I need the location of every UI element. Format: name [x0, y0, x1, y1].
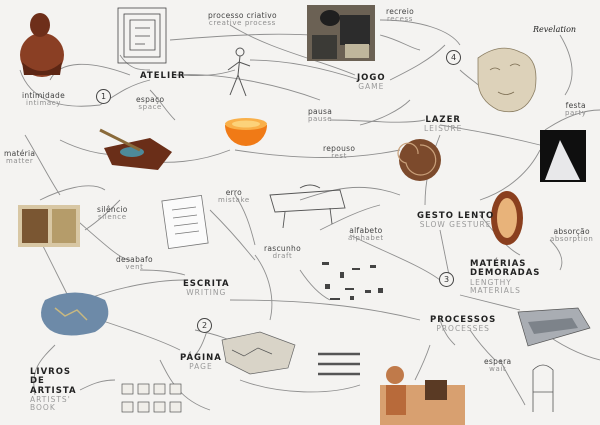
node-gesto-lento-en: SLOW GESTURE [419, 220, 492, 230]
node-jogo-pt: JOGO [357, 73, 386, 83]
node-jogo: JOGO GAME [357, 73, 386, 92]
node-erro-en: mistake [218, 196, 250, 205]
node-pausa: pausa pause [308, 107, 333, 124]
tent-photo-image [540, 130, 586, 182]
marker-4: 4 [446, 50, 461, 65]
marker-2: 2 [197, 318, 212, 333]
node-pausa-en: pause [308, 115, 333, 124]
torn-paper-image [221, 331, 296, 375]
node-materia-en: matter [5, 157, 34, 166]
node-festa-en: party [565, 109, 587, 118]
node-desabafo: desabafo vent [116, 255, 153, 272]
marker-1: 1 [96, 89, 111, 104]
node-repouso-pt: repouso [323, 144, 356, 153]
node-materias-demoradas-en: LENGTHY MATERIALS [470, 277, 521, 295]
node-gesto-lento-pt: GESTO LENTO [417, 211, 495, 221]
node-escrita: ESCRITA WRITING [183, 279, 230, 298]
node-recreio-pt: recreio [386, 7, 414, 16]
oval-mirror-image [491, 191, 523, 245]
node-atelier-pt: ATELIER [140, 71, 186, 81]
node-materia: matéria matter [4, 149, 36, 166]
notebook-page-image [161, 194, 209, 250]
node-processos: PROCESSOS PROCESSES [430, 315, 497, 334]
node-materias-demoradas-pt: MATÉRIAS DEMORADAS [470, 259, 541, 279]
node-espaco-pt: espaço [136, 95, 165, 104]
walking-figure-image [227, 47, 251, 97]
node-pausa-pt: pausa [308, 107, 333, 116]
orange-image [225, 118, 267, 146]
atelier-drawing-image [117, 7, 167, 64]
node-espaco-en: space [138, 103, 162, 112]
node-espera-pt: espera [484, 357, 512, 366]
bust-sculpture-image [20, 13, 64, 77]
revelation-sculpture-image [477, 47, 537, 113]
node-processo-criativo-pt: processo criativo [208, 11, 277, 20]
node-pagina-en: PAGE [189, 362, 213, 372]
node-desabafo-pt: desabafo [116, 255, 153, 264]
table-sketch-image [269, 184, 346, 229]
node-lazer: LAZER LEISURE [424, 115, 463, 134]
paint-palette-image [99, 128, 172, 170]
node-espera: espera wait [484, 357, 512, 374]
node-recreio-en: recess [386, 15, 414, 24]
node-absorcao-en: absorption [550, 235, 594, 244]
node-silencio-en: silence [98, 213, 127, 222]
node-alfabeto-en: alphabet [348, 234, 384, 243]
node-absorcao: absorção absorption [550, 227, 594, 244]
node-livros-de-artista: LIVROS DE ARTISTA ARTISTS' BOOK [30, 367, 82, 413]
node-materias-demoradas: MATÉRIAS DEMORADAS LENGTHY MATERIALS [470, 259, 541, 295]
node-intimidade-en: intimacy [26, 99, 61, 108]
node-festa: festa party [565, 101, 587, 118]
node-jogo-en: GAME [358, 82, 385, 92]
node-livros-en: ARTISTS' BOOK [30, 395, 71, 413]
node-rascunho-pt: rascunho [264, 244, 301, 253]
node-recreio: recreio recess [386, 7, 414, 24]
node-intimidade: intimidade intimacy [22, 91, 65, 108]
node-atelier: ATELIER [140, 71, 186, 81]
node-processos-en: PROCESSES [436, 324, 490, 334]
node-rascunho-en: draft [272, 252, 293, 261]
horizontal-bars-image [318, 352, 360, 376]
node-pagina-pt: PÁGINA [180, 353, 222, 363]
node-revelation-pt: Revelation [533, 25, 577, 34]
node-desabafo-en: vent [125, 263, 144, 272]
node-revelation: Revelation [533, 25, 577, 35]
node-alfabeto-pt: alfabeto [349, 226, 383, 235]
node-livros-pt: LIVROS DE ARTISTA [30, 367, 77, 396]
node-lazer-pt: LAZER [425, 115, 461, 125]
alphabet-marks-image [322, 262, 383, 300]
node-pagina: PÁGINA PAGE [180, 353, 222, 372]
sewing-woman-image [380, 366, 465, 425]
game-photo-image [307, 5, 375, 61]
page-thumbnails-image [121, 383, 182, 413]
marker-3: 3 [439, 272, 454, 287]
open-sketchbook-image [18, 205, 80, 247]
node-processo-criativo-en: creative process [208, 19, 276, 28]
node-processo-criativo: processo criativo creative process [208, 11, 277, 28]
node-absorcao-pt: absorção [553, 227, 590, 236]
node-festa-pt: festa [565, 101, 586, 110]
node-erro: erro mistake [218, 188, 250, 205]
node-escrita-pt: ESCRITA [183, 279, 230, 289]
node-escrita-en: WRITING [186, 288, 227, 298]
node-rascunho: rascunho draft [264, 244, 301, 261]
node-materia-pt: matéria [4, 149, 36, 158]
node-alfabeto: alfabeto alphabet [348, 226, 384, 243]
mineral-rock-image [41, 292, 109, 336]
node-erro-pt: erro [225, 188, 243, 197]
node-lazer-en: LEISURE [424, 124, 463, 134]
node-espera-en: wait [489, 365, 507, 374]
stone-basin-image [517, 307, 591, 347]
node-repouso-en: rest [331, 152, 348, 161]
node-gesto-lento: GESTO LENTO SLOW GESTURE [417, 211, 495, 230]
node-processos-pt: PROCESSOS [430, 315, 497, 325]
node-silencio: silêncio silence [97, 205, 128, 222]
chair-sketch-image [532, 364, 554, 412]
node-repouso: repouso rest [323, 144, 356, 161]
snail-shell-image [397, 139, 441, 181]
node-intimidade-pt: intimidade [22, 91, 65, 100]
node-espaco: espaço space [136, 95, 165, 112]
node-silencio-pt: silêncio [97, 205, 128, 214]
